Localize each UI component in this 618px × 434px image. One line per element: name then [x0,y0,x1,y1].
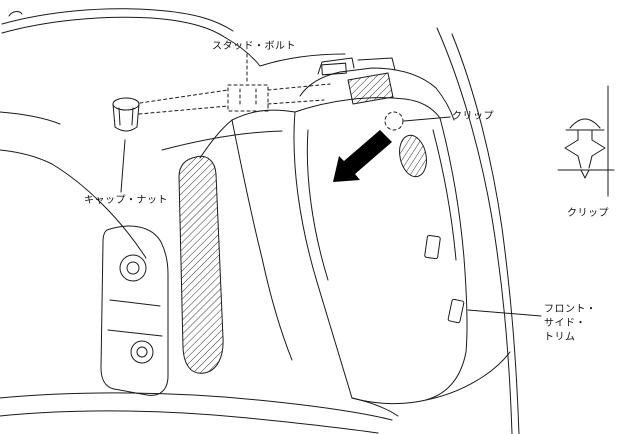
label-front-side-trim-line1: フロント・ [544,304,597,315]
bracket-drawing [100,225,169,396]
clip-detail-drawing [557,85,615,197]
label-front-side-trim-line3: トリム [544,332,576,343]
front-side-trim-leader [467,309,542,317]
cap-nut-projection-line [139,89,229,104]
dash-assembly [259,53,437,105]
label-front-side-trim: フロント・ サイド・ トリム [544,303,597,345]
label-front-side-trim-line2: サイド・ [544,318,586,329]
cap-nut-drawing [112,97,140,132]
label-stud-bolt: スタッド・ボルト [212,41,296,52]
front-side-trim-panel [293,97,468,405]
clip-hole-dashed-circle [384,111,404,131]
clip-hatched-oval [399,134,427,178]
left-body-lines [0,111,147,259]
label-cap-nut: キャップ・ナット [84,195,168,206]
cap-nut-leader [120,139,126,193]
inner-structure-lines [161,109,296,361]
door-opening-lines [435,27,520,434]
direction-arrow [333,130,392,182]
floor-lines [0,351,511,434]
clip-top-leader [403,116,451,122]
footrest-drawing [178,155,224,374]
cowl-lines [1,8,261,67]
stud-bolt-hidden-outline [227,83,331,112]
label-clip-top: クリップ [452,111,494,122]
label-clip-right: クリップ [567,208,609,219]
cap-nut-projection-line [138,105,229,115]
